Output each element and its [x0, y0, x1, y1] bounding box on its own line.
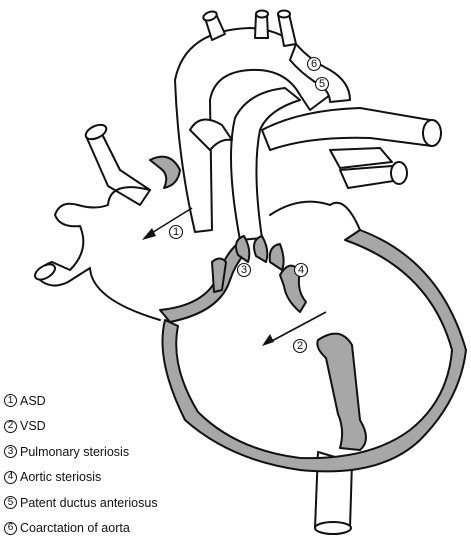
left-atrium-outline — [270, 202, 360, 230]
legend-item-asd: 1 ASD — [4, 388, 264, 414]
ventricular-septum-wall — [160, 240, 248, 322]
marker-1: 1 — [170, 226, 183, 239]
legend-num-4: 4 — [4, 471, 17, 484]
tricuspid-leaflet — [150, 157, 180, 188]
asd-arrowhead — [142, 228, 156, 240]
marker-3: 3 — [238, 264, 251, 277]
legend-label-asd: ASD — [20, 394, 46, 408]
legend-label-aortic: Aortic steriosis — [20, 470, 101, 484]
pulmonary-valve-2 — [254, 236, 267, 262]
legend-num-1: 1 — [4, 394, 17, 407]
svg-text:6: 6 — [311, 58, 317, 70]
pulmonary-vein-upper — [330, 148, 392, 168]
legend-num-3: 3 — [4, 445, 17, 458]
svg-text:4: 4 — [298, 264, 304, 276]
left-pulmonary-artery — [262, 108, 432, 150]
legend-num-6: 6 — [4, 522, 17, 535]
legend-num-5: 5 — [4, 496, 17, 509]
pulmonary-trunk — [231, 88, 300, 240]
svg-text:3: 3 — [241, 264, 247, 276]
legend-label-pda: Patent ductus anteriosus — [20, 496, 158, 510]
marker-6: 6 — [308, 58, 321, 71]
legend-label-coarctation: Coarctation of aorta — [20, 521, 130, 535]
vsd-arrow — [270, 312, 326, 342]
legend-label-pulmonary: Pulmonary steriosis — [20, 445, 129, 459]
vsd-arrowhead — [262, 334, 274, 346]
interventricular-septum — [317, 334, 366, 450]
legend-num-2: 2 — [4, 420, 17, 433]
legend-item-coarctation: 6 Coarctation of aorta — [4, 516, 264, 542]
marker-2: 2 — [294, 340, 307, 353]
branch-opening-2 — [256, 11, 268, 18]
right-atrium-outline — [39, 187, 160, 320]
legend-item-vsd: 2 VSD — [4, 414, 264, 440]
legend-item-pulmonary: 3 Pulmonary steriosis — [4, 439, 264, 465]
svg-text:5: 5 — [319, 78, 325, 90]
inferior-vena-cava-opening — [315, 522, 351, 534]
branch-opening-3 — [278, 11, 290, 18]
legend-item-aortic: 4 Aortic steriosis — [4, 465, 264, 491]
pulmonary-vein-opening — [391, 162, 407, 184]
left-pulmonary-artery-opening — [423, 120, 441, 146]
svg-text:2: 2 — [297, 340, 303, 352]
aortic-valve — [270, 244, 284, 270]
marker-5: 5 — [316, 78, 329, 91]
legend-item-pda: 5 Patent ductus anteriosus — [4, 490, 264, 516]
svg-text:1: 1 — [173, 226, 179, 238]
legend: 1 ASD 2 VSD 3 Pulmonary steriosis 4 Aort… — [4, 388, 264, 541]
marker-4: 4 — [295, 264, 308, 277]
legend-label-vsd: VSD — [20, 419, 46, 433]
superior-vena-cava — [86, 130, 150, 205]
right-lower-vein-opening — [32, 261, 57, 282]
